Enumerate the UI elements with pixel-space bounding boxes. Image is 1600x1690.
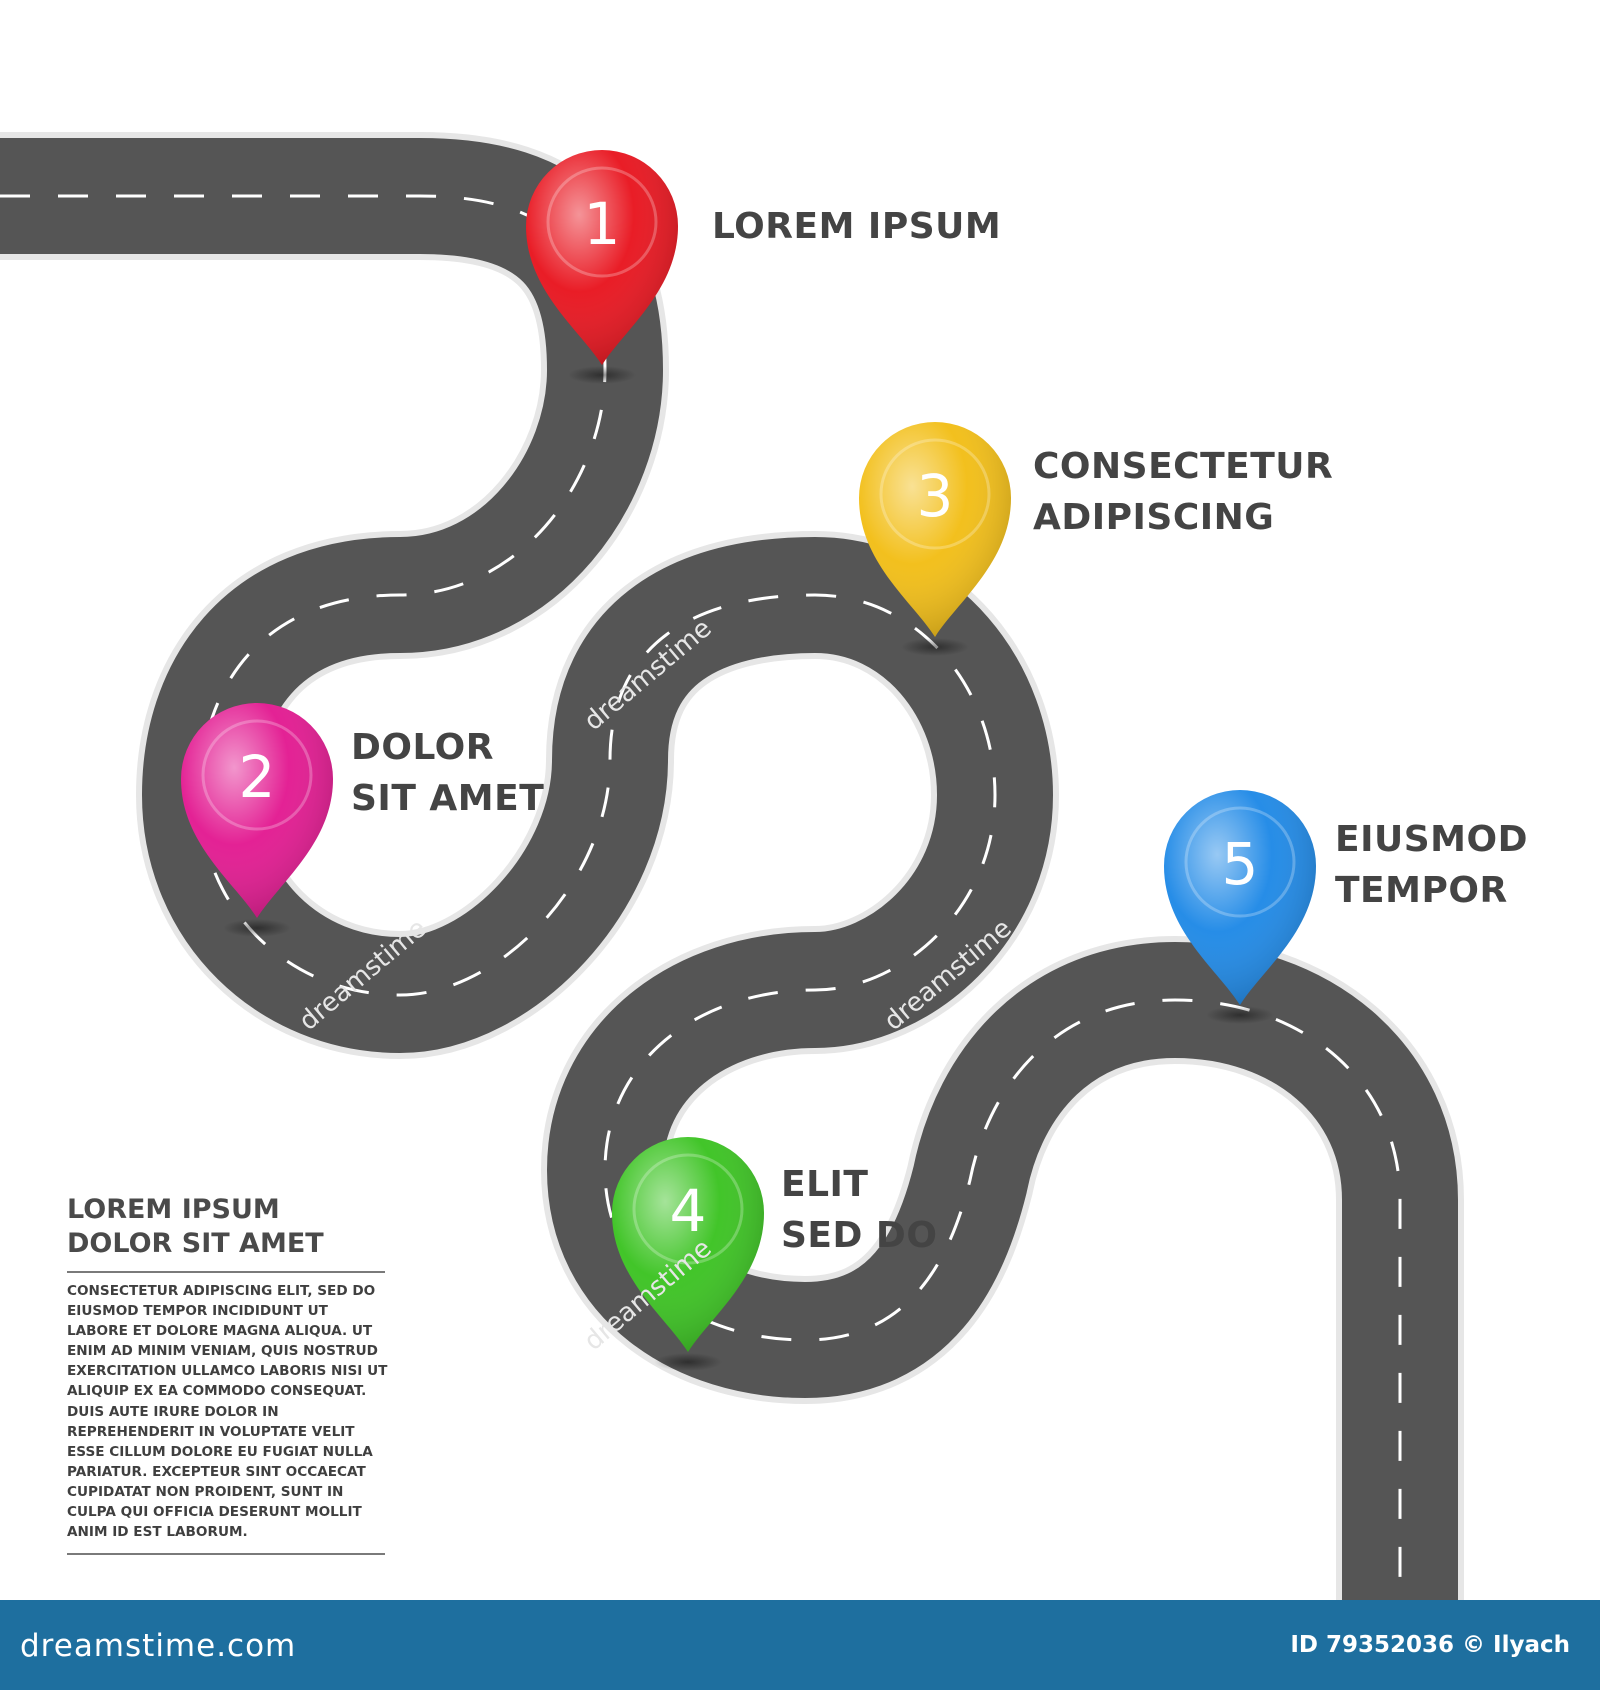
pin-4-marker: 4 (612, 1137, 764, 1371)
step-2-label-line1: DOLOR (351, 727, 494, 768)
pin-shadow (568, 366, 636, 384)
sidebar-title-line2: DOLOR SIT AMET (67, 1228, 324, 1259)
sidebar-title-line1: LOREM IPSUM (67, 1194, 280, 1225)
pin-3-number: 3 (917, 462, 954, 530)
step-4-label-line2: SED DO (781, 1215, 938, 1256)
road-diagram: 1 2 3 4 (0, 132, 1464, 1600)
pin-5-number: 5 (1222, 830, 1259, 898)
pin-shadow (1206, 1006, 1274, 1024)
pin-shadow (223, 919, 291, 937)
pin-shadow (654, 1353, 722, 1371)
footer-bar (0, 1600, 1600, 1690)
step-1-label-line1: LOREM IPSUM (712, 206, 1002, 247)
step-4-label-line1: ELIT (781, 1164, 869, 1205)
sidebar-divider-top (67, 1271, 385, 1273)
step-3-label-line1: CONSECTETUR (1033, 446, 1334, 487)
pin-2-number: 2 (239, 743, 276, 811)
step-2-label: DOLOR SIT AMET (351, 722, 544, 824)
step-3-label-line2: ADIPISCING (1033, 497, 1275, 538)
road-lane-markings (0, 194, 1402, 1600)
pin-2-marker: 2 (181, 703, 333, 937)
pin-3-marker: 3 (859, 422, 1011, 656)
footer-image-id: ID 79352036 © Ilyach (1290, 1632, 1570, 1658)
step-5-label-line1: EIUSMOD (1335, 819, 1528, 860)
footer-brand: dreamstime.com (20, 1628, 297, 1664)
step-1-label: LOREM IPSUM (712, 201, 1001, 252)
step-5-label: EIUSMOD TEMPOR (1335, 814, 1528, 916)
pin-1-number: 1 (584, 190, 621, 258)
pin-5-marker: 5 (1164, 790, 1316, 1024)
pin-1-marker: 1 (526, 150, 678, 384)
pin-shadow (901, 638, 969, 656)
roadmap-infographic: 1 2 3 4 (0, 132, 1528, 1600)
step-2-label-line2: SIT AMET (351, 778, 545, 819)
pin-4-number: 4 (670, 1177, 707, 1245)
sidebar-title: LOREM IPSUM DOLOR SIT AMET (67, 1193, 387, 1261)
sidebar-body-text: CONSECTETUR ADIPISCING ELIT, SED DO EIUS… (67, 1283, 388, 1541)
step-3-label: CONSECTETUR ADIPISCING (1033, 441, 1333, 543)
step-5-label-line2: TEMPOR (1335, 870, 1508, 911)
step-4-label: ELIT SED DO (781, 1159, 937, 1261)
sidebar-divider-bottom (67, 1553, 385, 1555)
